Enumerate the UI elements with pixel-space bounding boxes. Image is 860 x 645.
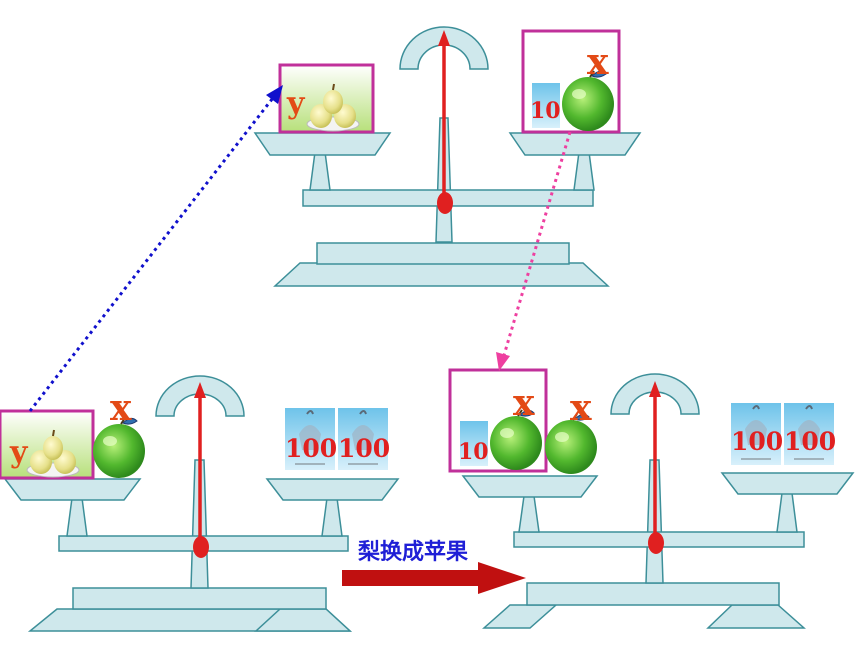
right-pan [508, 132, 642, 156]
scale-base-foot-left [482, 604, 558, 629]
var-label-x: x [513, 382, 535, 424]
right-pan-stem [321, 497, 343, 537]
var-label-x: x [587, 41, 609, 83]
weight-icon [460, 421, 488, 466]
needle-pivot [437, 192, 453, 214]
needle-tip [649, 381, 661, 397]
right-pan [265, 478, 400, 501]
right-pan-stem [573, 151, 595, 191]
bottom-left-pear-frame: y [0, 409, 95, 480]
var-label-x: x [570, 387, 592, 429]
left-pan-stem [66, 497, 88, 537]
transform-arrow [342, 562, 526, 594]
arrowhead [266, 85, 283, 104]
left-pan [461, 475, 599, 498]
scale-pointer-arch [399, 26, 489, 70]
scale-pointer-arch [610, 373, 700, 415]
scale-base [72, 587, 327, 610]
weight-label: 100 [338, 434, 390, 463]
scale-base-foot [273, 262, 610, 287]
top-right-frame: 10 x [521, 29, 621, 134]
weight-label: 100 [285, 434, 337, 463]
bottom-right-scale [461, 373, 855, 629]
var-label-y: y [286, 86, 306, 121]
weight-label: 10 [458, 439, 489, 465]
left-pan-stem [309, 151, 331, 191]
right-pan-stem [776, 492, 798, 533]
needle-tip [194, 382, 206, 398]
weight-label: 10 [530, 98, 561, 124]
weight-icon [532, 83, 560, 128]
top-left-frame: y [278, 63, 375, 134]
weight-label: 100 [731, 427, 783, 456]
weight-label: 100 [784, 427, 836, 456]
left-pan [3, 478, 142, 501]
arrowhead [496, 352, 510, 371]
scale-pointer-arch [155, 375, 245, 417]
var-label-x: x [110, 387, 132, 429]
scale-base [316, 242, 570, 265]
needle-pivot [193, 536, 209, 558]
left-pan [253, 132, 392, 156]
bottom-right-frame: 10 x [448, 368, 548, 473]
transform-caption: 梨换成苹果 [358, 540, 469, 565]
right-pan [720, 472, 855, 495]
pear-link-dotted [28, 93, 278, 412]
scale-base [526, 582, 780, 606]
left-pan-stem [518, 495, 540, 533]
apple-link-dotted [500, 131, 572, 363]
bottom-left-scale [3, 375, 400, 632]
scale-base-foot-right [706, 604, 806, 629]
needle-pivot [648, 532, 664, 554]
var-label-y: y [9, 435, 29, 470]
needle-tip [438, 30, 450, 46]
